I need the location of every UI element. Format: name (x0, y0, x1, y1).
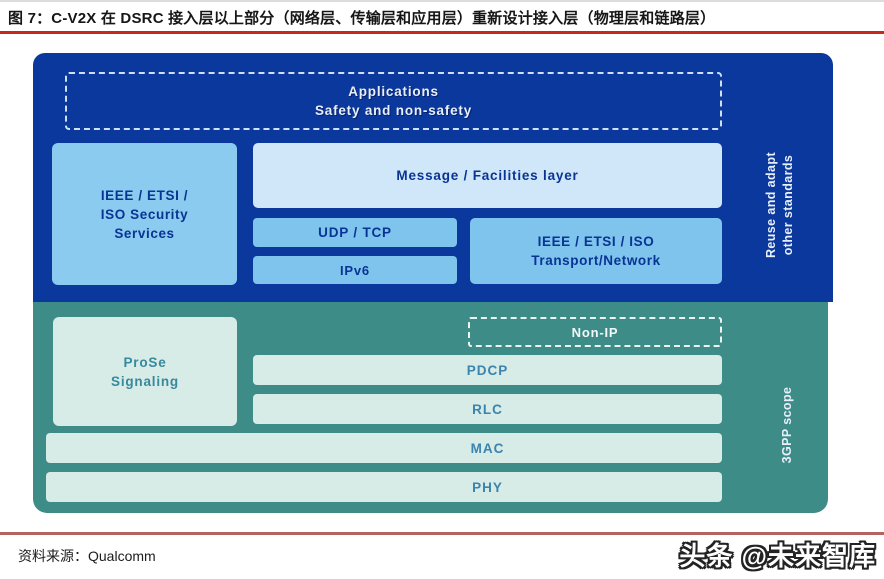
udp-tcp-box: UDP / TCP (253, 218, 457, 247)
phy-label: PHY (472, 479, 503, 495)
message-facilities-box: Message / Facilities layer (253, 143, 722, 208)
security-label-line1: IEEE / ETSI / (100, 187, 189, 203)
reuse-label-line2: other standards (781, 154, 795, 256)
protocol-stack-diagram: Applications Safety and non-safety IEEE … (33, 53, 833, 513)
applications-label-line1: Applications (348, 84, 439, 99)
3gpp-scope-side-label: 3GPP scope (717, 355, 857, 495)
non-ip-box: Non-IP (468, 317, 722, 347)
prose-label-line1: ProSe (123, 354, 167, 370)
udp-tcp-label: UDP / TCP (318, 225, 392, 240)
toutiao-watermark: 头条 @未来智库 (679, 541, 876, 571)
security-label-line3: Services (114, 225, 175, 241)
access-layers-panel: ProSe Signaling Non-IP PDCP RLC MAC PHY … (33, 302, 828, 513)
rlc-label: RLC (472, 401, 503, 417)
transport-label-line1: IEEE / ETSI / ISO (537, 234, 655, 249)
footer-divider (0, 532, 884, 535)
prose-label-line2: Signaling (111, 373, 179, 389)
ipv6-box: IPv6 (253, 256, 457, 284)
reuse-adapt-side-label: Reuse and adapt other standards (705, 130, 855, 280)
caption-underline (0, 31, 884, 34)
rlc-layer-row: RLC (253, 394, 722, 424)
non-ip-label: Non-IP (571, 324, 619, 340)
prose-signaling-box: ProSe Signaling (53, 317, 237, 426)
page-top-divider (0, 0, 884, 2)
pdcp-label: PDCP (466, 362, 509, 378)
source-attribution: 资料来源：Qualcomm (18, 548, 156, 564)
applications-layer-box: Applications Safety and non-safety (65, 72, 722, 130)
message-facilities-label: Message / Facilities layer (396, 168, 579, 183)
applications-label-line2: Safety and non-safety (314, 103, 473, 118)
pdcp-layer-row: PDCP (253, 355, 722, 385)
phy-layer-row: PHY (46, 472, 722, 502)
ipv6-label: IPv6 (340, 262, 370, 278)
upper-layers-panel: Applications Safety and non-safety IEEE … (33, 53, 833, 302)
reuse-label-line1: Reuse and adapt (764, 151, 778, 259)
transport-label-line2: Transport/Network (531, 253, 661, 268)
transport-network-box: IEEE / ETSI / ISO Transport/Network (470, 218, 722, 284)
security-label-line2: ISO Security (100, 206, 189, 222)
figure-caption: 图 7：C-V2X 在 DSRC 接入层以上部分（网络层、传输层和应用层）重新设… (8, 10, 716, 27)
3gpp-scope-label: 3GPP scope (780, 386, 794, 464)
mac-layer-row: MAC (46, 433, 722, 463)
security-services-box: IEEE / ETSI / ISO Security Services (52, 143, 237, 285)
mac-label: MAC (470, 440, 505, 456)
